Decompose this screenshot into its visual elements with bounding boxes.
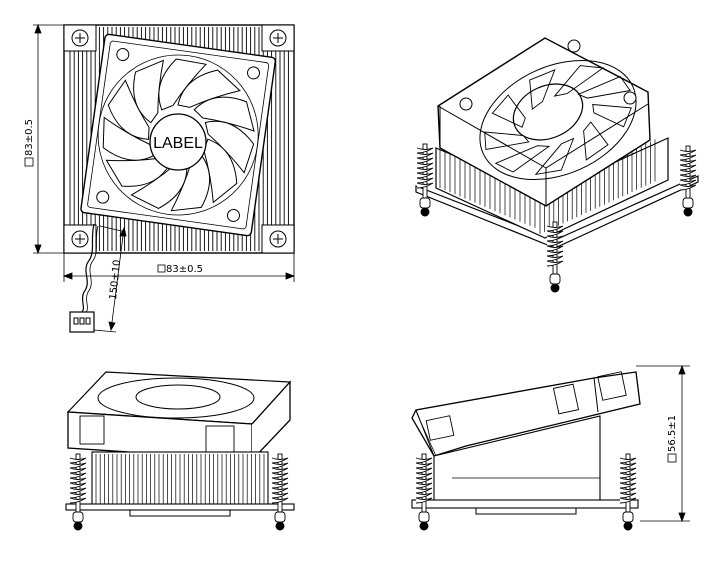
- isometric-view: [415, 37, 699, 293]
- side-mounting-springs: [415, 453, 637, 531]
- dim-cable-length-text: 150±10: [108, 259, 123, 300]
- top-heatsink-outline: [63, 24, 295, 254]
- fan-hub: [149, 113, 207, 171]
- side-view: 56.5±1: [411, 364, 690, 531]
- front-mounting-springs: [69, 453, 289, 531]
- fan-ring: [97, 54, 259, 216]
- dim-width-bottom: [62, 253, 296, 282]
- dim-width-bottom-text: 83±0.5: [166, 264, 203, 275]
- iso-mounting-springs: [416, 143, 697, 293]
- dim-height-left-text: 83±0.5: [24, 119, 35, 156]
- fan-blades: [102, 58, 255, 212]
- front-heatsink-fins: [95, 454, 265, 504]
- dim-height-left: [33, 23, 64, 255]
- screw-icon: [71, 29, 287, 248]
- dim-total-height: [636, 364, 690, 523]
- top-view: LABEL 83±0.5 83±0.5: [24, 23, 296, 333]
- fan-connector: [69, 311, 95, 333]
- iso-fan-blades: [484, 65, 632, 176]
- fan-cable: [81, 223, 95, 313]
- corner-plate-tl: [63, 24, 97, 52]
- dim-cable-length: [93, 225, 127, 333]
- dim-total-height-text: 56.5±1: [667, 415, 678, 452]
- front-view: [65, 371, 295, 531]
- iso-fan-ring: [479, 59, 637, 181]
- fan-label: LABEL: [153, 135, 203, 152]
